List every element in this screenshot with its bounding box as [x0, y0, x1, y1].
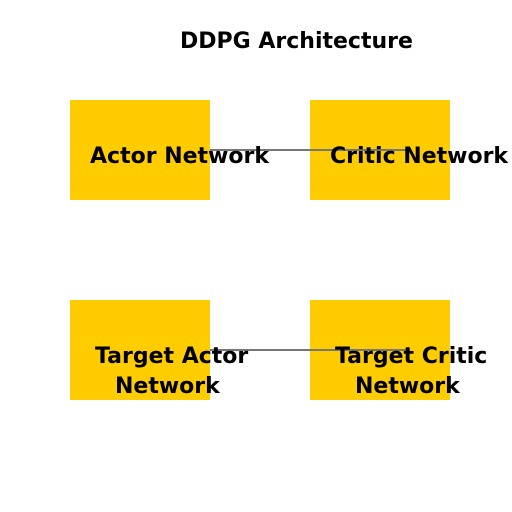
- target-actor-network-box: [70, 300, 210, 400]
- target-critic-label-line-1: Target Critic: [335, 344, 488, 369]
- target-critic-label-line-2: Network: [355, 374, 460, 399]
- actor-network-label: Actor Network: [90, 144, 269, 169]
- target-actor-label-line-1: Target Actor: [95, 344, 249, 369]
- actor-critic-connector: [210, 149, 410, 151]
- target-actor-critic-connector: [210, 349, 410, 351]
- target-actor-label-line-2: Network: [115, 374, 220, 399]
- actor-network-box: [70, 100, 210, 200]
- critic-network-label: Critic Network: [330, 144, 509, 169]
- diagram-title: DDPG Architecture: [180, 29, 413, 54]
